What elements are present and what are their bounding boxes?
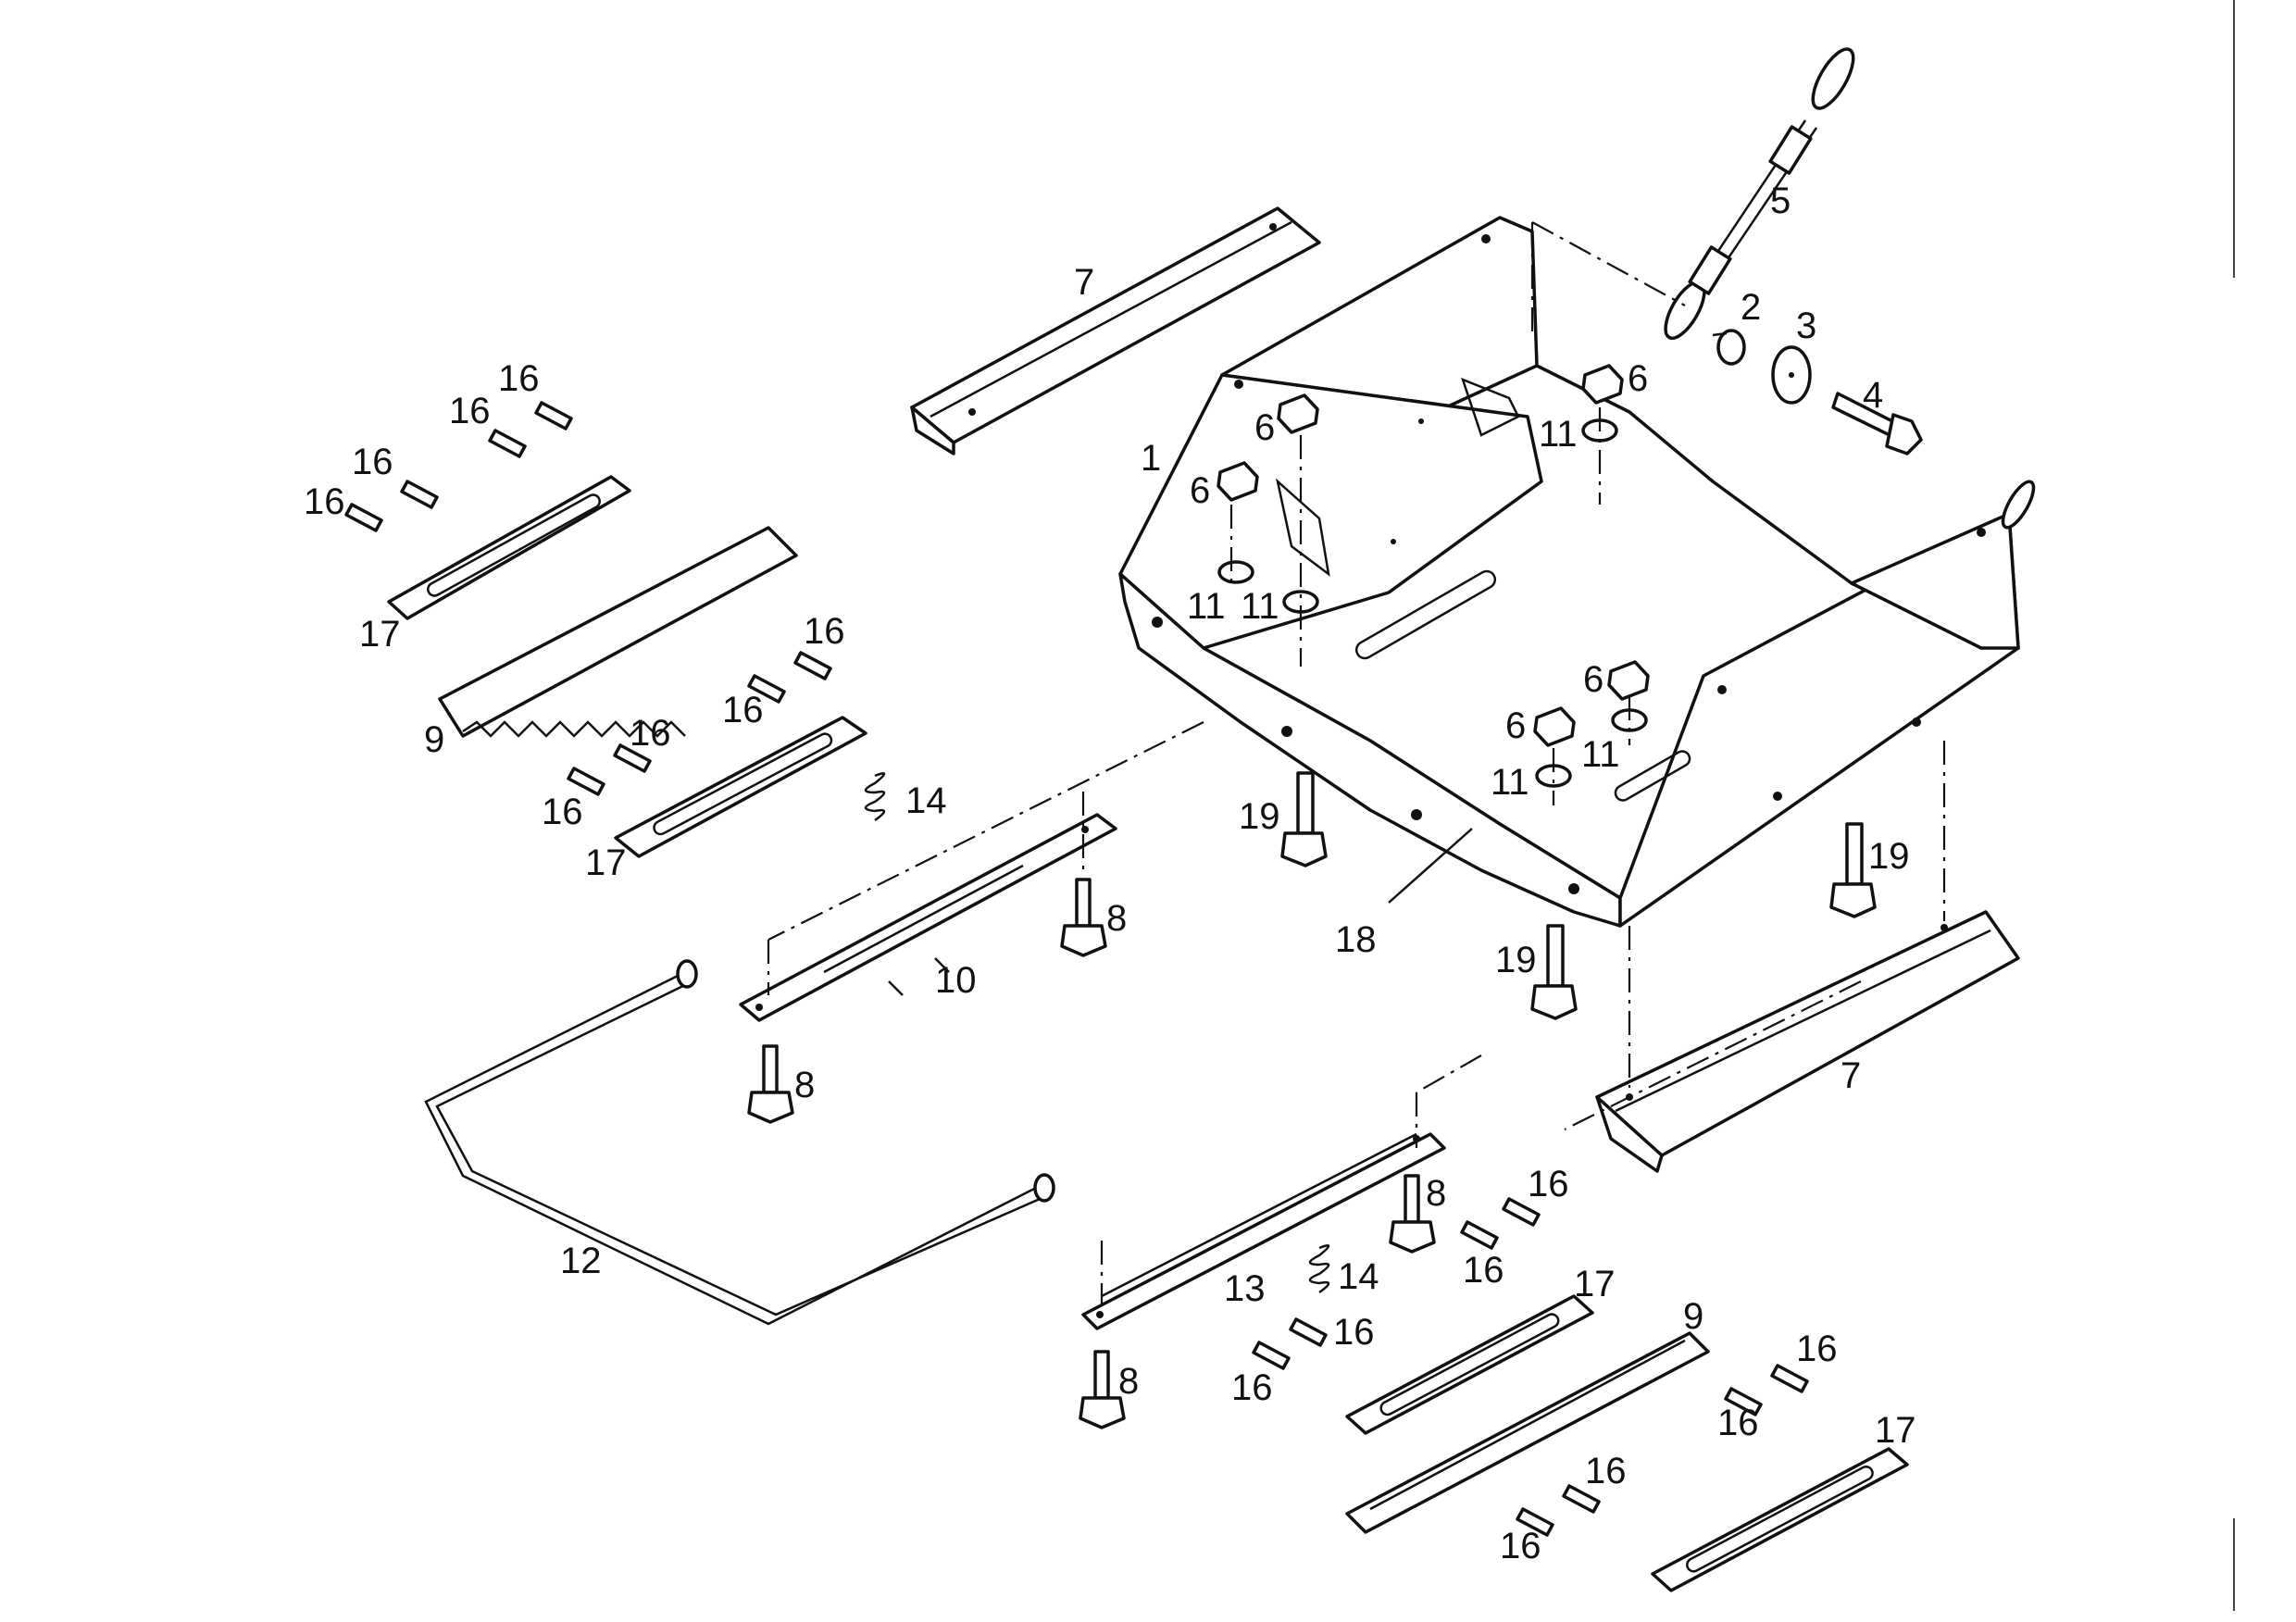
page-edge-rule-top [2233, 0, 2235, 278]
callout-4: 4 [1863, 375, 1883, 416]
callout-8c: 8 [1426, 1173, 1446, 1214]
callout-16-3: 16 [449, 391, 491, 431]
callout-19b: 19 [1495, 940, 1537, 980]
part-14-springs [864, 772, 1330, 1294]
callout-11d: 11 [1581, 734, 1620, 775]
callout-16-7: 16 [722, 690, 764, 730]
callout-16-5: 16 [542, 792, 583, 832]
callout-16-1: 16 [304, 481, 345, 522]
callout-10: 10 [935, 960, 977, 1001]
callout-labels: 1 2 3 4 5 6 6 6 6 6 7 7 8 8 8 8 9 9 10 1… [304, 181, 1916, 1566]
callout-8a: 8 [1106, 898, 1127, 939]
callout-16-12: 16 [1333, 1312, 1375, 1353]
callout-17c: 17 [1574, 1264, 1616, 1304]
part-13-slide-plate [1081, 1132, 1446, 1330]
callout-17d: 17 [1875, 1410, 1916, 1451]
callout-11a: 11 [1539, 414, 1578, 455]
callout-7a: 7 [1074, 262, 1094, 303]
callout-8d: 8 [1118, 1361, 1139, 1402]
callout-16-9: 16 [1463, 1250, 1504, 1291]
callout-16-15: 16 [1500, 1526, 1541, 1566]
part-19-bolts [1280, 771, 1877, 1020]
callout-18: 18 [1335, 919, 1377, 960]
callout-16-8: 16 [804, 611, 845, 652]
part-10-slide-plate [739, 813, 1117, 1022]
callout-14b: 14 [1338, 1256, 1379, 1297]
callout-16-16: 16 [1585, 1451, 1627, 1491]
part-12-handle [424, 959, 1055, 1326]
callout-5: 5 [1770, 181, 1791, 221]
part-6-nuts [1217, 364, 1650, 747]
part-2-spacer [1712, 329, 1746, 366]
callout-11e: 11 [1491, 762, 1529, 803]
callout-13: 13 [1224, 1268, 1266, 1309]
callout-8b: 8 [794, 1065, 815, 1105]
callout-6c: 6 [1190, 470, 1210, 511]
callout-11c: 11 [1241, 586, 1279, 627]
part-9-toothed-rail-lower [1345, 1331, 1710, 1534]
callout-6e: 6 [1505, 705, 1526, 746]
callout-3: 3 [1796, 306, 1816, 346]
part-3-washer [1771, 345, 1812, 405]
part-7-upper-rail [910, 206, 1321, 455]
callout-17a: 17 [359, 614, 401, 655]
callout-9a: 9 [424, 719, 444, 760]
page-edge-rule-bottom [2233, 1518, 2235, 1611]
callout-14a: 14 [905, 780, 947, 821]
callout-2: 2 [1741, 287, 1761, 328]
callout-6a: 6 [1628, 358, 1648, 399]
part-7-lower-rail [1595, 910, 2020, 1173]
part-4-bolt [1831, 392, 1923, 455]
callout-16-6: 16 [630, 713, 671, 754]
part-9-toothed-rail-upper [438, 526, 798, 738]
assembly-lines [767, 221, 1946, 1305]
callout-6d: 6 [1583, 659, 1603, 700]
part-16-pins [344, 401, 1809, 1537]
callout-16-13: 16 [1717, 1403, 1759, 1443]
callout-16-10: 16 [1528, 1164, 1569, 1204]
callout-16-11: 16 [1231, 1367, 1273, 1408]
callout-1: 1 [1141, 438, 1161, 479]
callout-17b: 17 [585, 842, 627, 883]
callout-9b: 9 [1683, 1296, 1703, 1337]
callout-16-14: 16 [1796, 1329, 1838, 1369]
callout-19c: 19 [1868, 836, 1910, 877]
callout-16-2: 16 [352, 442, 393, 482]
callout-16-4: 16 [498, 358, 540, 399]
part-5-cable [1664, 47, 2036, 530]
callout-7b: 7 [1841, 1055, 1861, 1096]
callout-19a: 19 [1239, 796, 1280, 837]
callout-6b: 6 [1254, 407, 1275, 448]
part-8-bolts [747, 878, 1436, 1429]
callout-12: 12 [560, 1241, 602, 1281]
part-17-strips [387, 475, 1909, 1592]
callout-11b: 11 [1187, 586, 1226, 627]
